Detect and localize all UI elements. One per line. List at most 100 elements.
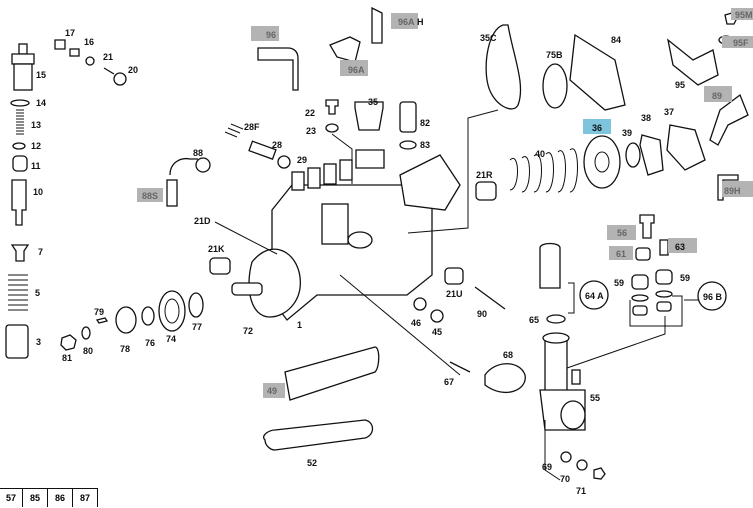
callout-64A[interactable]: 64 A (579, 280, 609, 310)
svg-text:28F: 28F (244, 122, 260, 132)
part-69-washer (560, 451, 572, 463)
part-55-feed-pump (539, 332, 586, 431)
part-5-spring (8, 274, 28, 311)
hotspot-49[interactable]: 49 (263, 383, 285, 398)
part-68-gasket (484, 363, 526, 394)
svg-text:79: 79 (94, 307, 104, 317)
svg-text:7: 7 (38, 247, 43, 257)
svg-text:69: 69 (542, 462, 552, 472)
hotspot-36[interactable]: 36 (583, 119, 611, 134)
leader-21D (214, 221, 278, 255)
part-1-pump-housing (231, 154, 461, 376)
part-38-gasket (639, 134, 664, 176)
table-cell-87[interactable]: 87 (72, 488, 98, 507)
part-56-bolt (639, 214, 655, 239)
part-21R-bushing (475, 181, 497, 201)
part-20-head (113, 72, 127, 86)
svg-text:96: 96 (266, 30, 276, 40)
part-21-washer (85, 56, 95, 66)
part-96AH-bracket (371, 6, 383, 44)
hotspot-96A[interactable]: 96A (340, 60, 368, 76)
part-89-lever (709, 93, 749, 146)
svg-text:96A: 96A (348, 65, 365, 75)
part-71-nut (593, 467, 606, 480)
svg-text:3: 3 (36, 337, 41, 347)
part-16 (69, 48, 80, 57)
svg-text:21: 21 (103, 52, 113, 62)
svg-text:22: 22 (305, 108, 315, 118)
part-7-sleeve (10, 244, 30, 262)
part-96B-valve-a (632, 305, 648, 316)
part-88-eye (195, 157, 211, 173)
part-35-cap (354, 101, 384, 131)
svg-text:84: 84 (611, 35, 621, 45)
hotspot-89[interactable]: 89 (704, 86, 732, 102)
leader-55 (544, 420, 561, 481)
part-59-plug-b (655, 269, 673, 285)
svg-text:77: 77 (192, 322, 202, 332)
svg-text:68: 68 (503, 350, 513, 360)
svg-text:10: 10 (33, 187, 43, 197)
hotspot-95F[interactable]: 95F (722, 36, 753, 48)
svg-text:28: 28 (272, 140, 282, 150)
part-35C-gasket (485, 24, 522, 110)
callout-96B[interactable]: 96 B (697, 281, 727, 311)
svg-text:15: 15 (36, 70, 46, 80)
hotspot-89H[interactable]: 89H (722, 181, 753, 197)
svg-text:72: 72 (243, 326, 253, 336)
part-21U-bushing (444, 267, 464, 285)
part-96A-bracket (329, 36, 361, 63)
svg-text:20: 20 (128, 65, 138, 75)
part-84-cover (569, 33, 626, 111)
svg-text:21R: 21R (476, 170, 493, 180)
svg-text:67: 67 (444, 377, 454, 387)
svg-text:5: 5 (35, 288, 40, 298)
svg-text:76: 76 (145, 338, 155, 348)
svg-text:46: 46 (411, 318, 421, 328)
part-78-gear (115, 306, 137, 334)
part-17 (54, 39, 66, 50)
svg-text:37: 37 (664, 107, 674, 117)
svg-text:89: 89 (712, 91, 722, 101)
part-61-fitting (635, 247, 651, 261)
part-79-key (95, 317, 109, 324)
part-45-plug (430, 309, 444, 323)
svg-text:H: H (417, 17, 424, 27)
svg-text:59: 59 (680, 273, 690, 283)
part-80-washer (81, 326, 91, 340)
part-36-hub (594, 151, 610, 173)
svg-text:61: 61 (616, 249, 626, 259)
svg-text:21U: 21U (446, 289, 463, 299)
svg-text:49: 49 (267, 386, 277, 396)
hotspot-56[interactable]: 56 (607, 225, 636, 240)
part-29-washer (277, 155, 291, 169)
part-20-screw (103, 67, 115, 75)
svg-text:63: 63 (675, 242, 685, 252)
part-76-spacer (141, 306, 155, 326)
svg-text:70: 70 (560, 474, 570, 484)
hotspot-96[interactable]: 96 (251, 26, 279, 41)
hotspot-61[interactable]: 61 (609, 246, 633, 260)
table-cell-85[interactable]: 85 (22, 488, 47, 507)
part-12-washer (12, 142, 26, 150)
part-40-spring (509, 148, 578, 193)
svg-text:56: 56 (617, 228, 627, 238)
hotspot-95M[interactable]: 95M (731, 8, 753, 20)
part-90-rod (474, 286, 506, 310)
svg-text:17: 17 (65, 28, 75, 38)
table-cell-57[interactable]: 57 (0, 488, 22, 507)
svg-text:52: 52 (307, 458, 317, 468)
hotspot-63[interactable]: 63 (668, 238, 697, 253)
part-21K-bushing (209, 257, 231, 275)
part-35-cap-lower (355, 149, 385, 169)
table-cell-86[interactable]: 86 (47, 488, 72, 507)
part-28-union (248, 140, 277, 160)
part-13-spring (16, 109, 24, 135)
svg-text:21K: 21K (208, 244, 225, 254)
part-10-plunger (11, 179, 27, 226)
hotspot-88S[interactable]: 88S (137, 188, 163, 202)
part-77-ring (188, 292, 204, 318)
